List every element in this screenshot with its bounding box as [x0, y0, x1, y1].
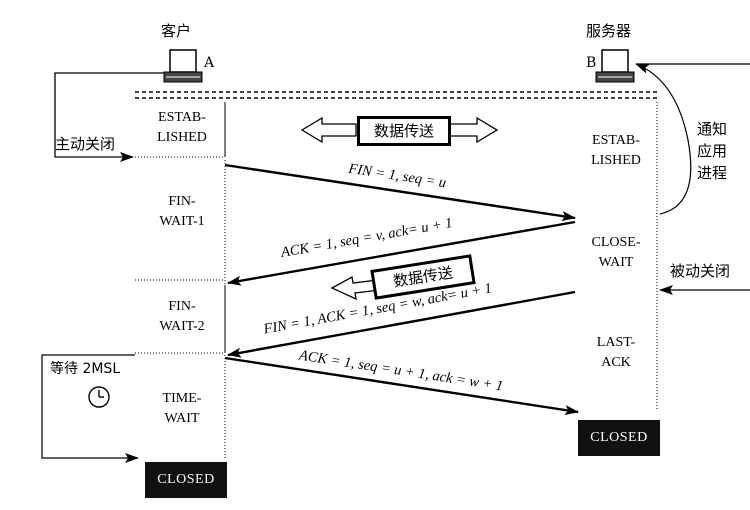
- passive-close-label: 被动关闭: [670, 262, 731, 280]
- client-computer-icon: [163, 49, 203, 83]
- client-letter: A: [204, 55, 215, 71]
- active-close-arrow: [54, 72, 164, 162]
- data-arrow-right-icon: [447, 116, 499, 144]
- client-state-time-wait: TIME- WAIT: [162, 391, 202, 426]
- client-closed-badge: CLOSED: [145, 462, 227, 498]
- client-state-fin-wait-1: FIN- WAIT-1: [159, 194, 205, 229]
- ack-arrow: [227, 220, 576, 286]
- server-state-last-ack: LAST- ACK: [596, 335, 636, 370]
- wait-2msl-bracket: [41, 354, 139, 463]
- notify-app-arrow: [635, 63, 692, 215]
- client-state-fin-wait-2: FIN- WAIT-2: [159, 299, 205, 334]
- server-label: 服务器: [586, 22, 632, 40]
- client-state-established: ESTAB- LISHED: [157, 110, 207, 145]
- fin-ack-arrow: [227, 290, 576, 358]
- server-state-established: ESTAB- LISHED: [591, 133, 641, 168]
- client-label: 客户: [161, 22, 192, 40]
- data-arrow-left-icon: [300, 116, 357, 144]
- data-transfer-box-1: 数据传送: [357, 116, 451, 146]
- server-closed-badge: CLOSED: [578, 420, 660, 456]
- last-ack-arrow: [224, 356, 579, 415]
- server-letter: B: [586, 55, 597, 71]
- wait-2msl-label: 等待 2MSL: [50, 361, 121, 377]
- server-computer-icon: [595, 49, 635, 83]
- clock-icon: [88, 386, 110, 408]
- notify-app-label: 通知 应用 进程: [696, 120, 727, 182]
- fin-arrow: [224, 163, 576, 221]
- active-close-label: 主动关闭: [55, 135, 116, 153]
- server-state-close-wait: CLOSE- WAIT: [591, 235, 641, 270]
